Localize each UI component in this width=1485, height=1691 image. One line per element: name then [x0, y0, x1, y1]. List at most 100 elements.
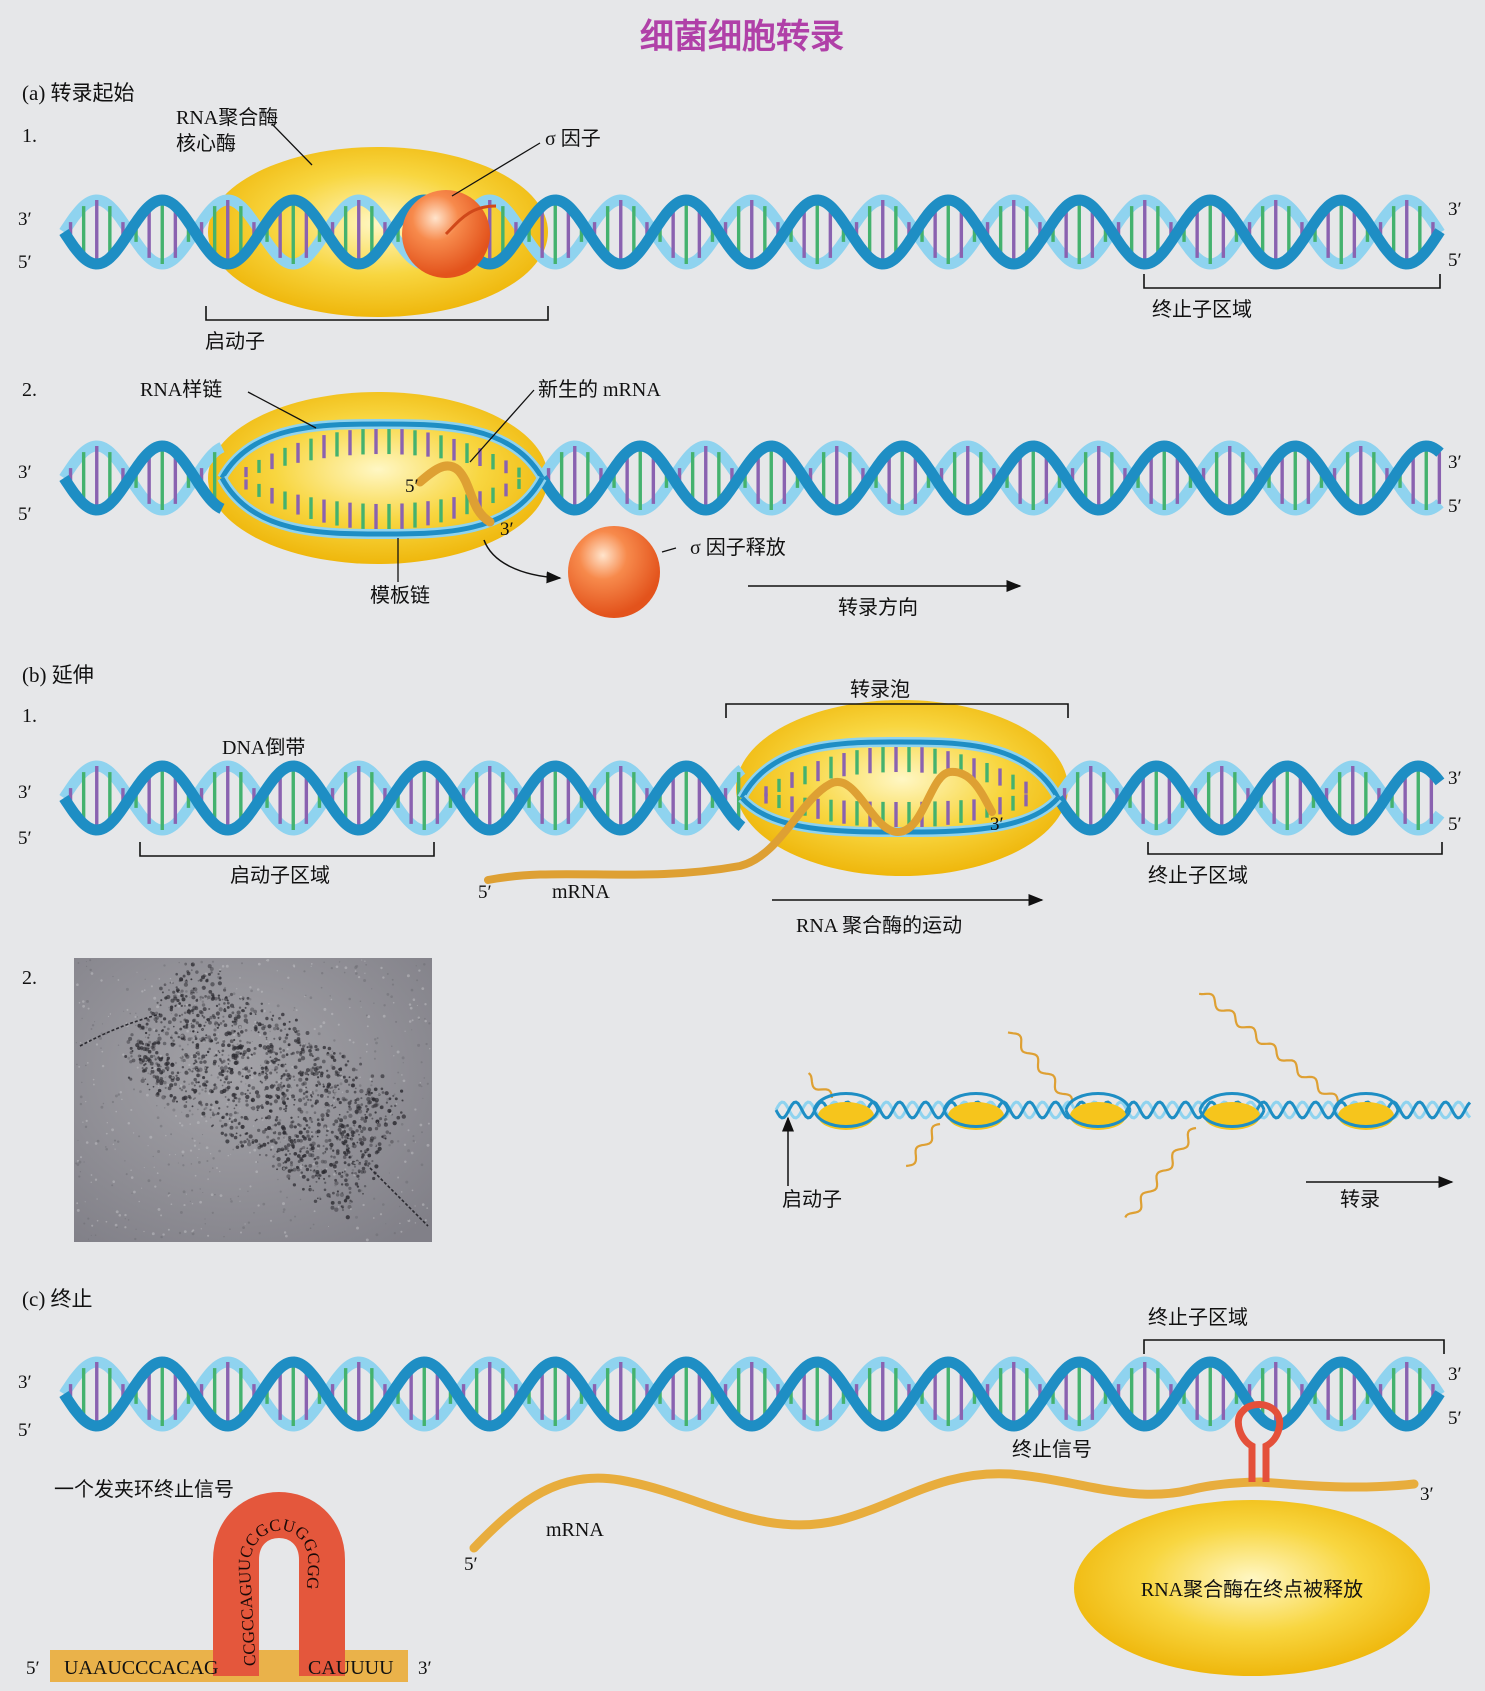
micrograph-grain [121, 1098, 123, 1101]
micrograph-grain [218, 1149, 221, 1153]
micrograph-dot [230, 1081, 232, 1083]
micrograph-grain [263, 1009, 266, 1013]
micrograph-grain [152, 1155, 154, 1158]
micrograph-dot [257, 1031, 260, 1034]
micrograph-dot [190, 1024, 195, 1029]
micrograph-dot [341, 1208, 345, 1212]
mrna-hairpin-loop [1234, 1401, 1284, 1482]
micrograph-dot [238, 1097, 241, 1101]
micrograph-dot [216, 1026, 219, 1029]
micrograph-grain [227, 1065, 230, 1068]
micrograph-dot [229, 1039, 234, 1044]
micrograph-dot [247, 1142, 252, 1147]
micrograph-dot [176, 1032, 179, 1035]
micrograph-grain [172, 1108, 176, 1112]
rna-transcript [807, 1072, 834, 1099]
micrograph-dot [246, 996, 250, 1000]
micrograph-grain [133, 1190, 136, 1194]
micrograph-dot [266, 1060, 270, 1065]
micrograph-dot [126, 1040, 131, 1044]
micrograph-dot [312, 1150, 315, 1153]
micrograph-dot [282, 1084, 286, 1088]
micrograph-dot [230, 1029, 235, 1034]
micrograph-dot [364, 1113, 367, 1116]
micrograph-dot [155, 1039, 160, 1044]
micrograph-dot [359, 1150, 363, 1153]
micrograph-dot [250, 1067, 253, 1070]
micrograph-grain [417, 1043, 421, 1047]
micrograph-dot [215, 1100, 219, 1105]
micrograph-dot [144, 1078, 147, 1081]
micrograph-grain [76, 1163, 80, 1166]
micrograph-grain [156, 1105, 158, 1107]
micrograph-grain [237, 1143, 240, 1146]
micrograph-grain [153, 1066, 157, 1070]
micrograph-dot [205, 1034, 208, 1037]
micrograph-dot [224, 1031, 229, 1037]
micrograph-dot [130, 1033, 134, 1037]
micrograph-grain [386, 993, 390, 996]
micrograph-dot [160, 1021, 163, 1024]
micrograph-dot [269, 1056, 272, 1059]
micrograph-grain [420, 1085, 423, 1088]
micrograph-dot [151, 1067, 153, 1069]
micrograph-dot [347, 1101, 352, 1105]
micrograph-dot [362, 1137, 367, 1142]
section-a-heading: (a) 转录起始 [22, 81, 135, 105]
micrograph-grain [204, 1106, 208, 1110]
micrograph-grain [310, 963, 313, 965]
micrograph-dot [360, 1116, 365, 1121]
micrograph-grain [194, 1174, 197, 1177]
micrograph-grain [390, 995, 393, 998]
micrograph-dot [186, 970, 190, 973]
micrograph-grain [130, 1108, 133, 1112]
micrograph-dot [338, 1138, 342, 1141]
micrograph-grain [382, 976, 385, 979]
micrograph-grain [190, 1037, 193, 1040]
micrograph-dot [276, 1027, 280, 1031]
end-label: 5′ [18, 252, 32, 273]
micrograph-grain [178, 986, 180, 988]
micrograph-grain [217, 975, 220, 979]
micrograph-dot [183, 982, 189, 987]
micrograph-grain [421, 1203, 425, 1206]
micrograph-dot [190, 1081, 194, 1085]
micrograph-grain [189, 996, 191, 999]
micrograph-grain [216, 1039, 219, 1041]
micrograph-grain [279, 1108, 282, 1111]
micrograph-dot [143, 1054, 148, 1060]
micrograph-dot [305, 1095, 309, 1099]
micrograph-dot [400, 1111, 403, 1114]
micrograph-grain [321, 972, 324, 975]
micrograph-grain [386, 1097, 390, 1101]
micrograph-grain [318, 1196, 321, 1199]
micrograph-dot [287, 1177, 291, 1180]
micrograph-dot [242, 1068, 244, 1070]
micrograph-grain [143, 1167, 145, 1169]
micrograph-dot [249, 1092, 252, 1095]
micrograph-grain [207, 1178, 209, 1180]
micrograph-dot [194, 1037, 198, 1041]
rna-transcript [1124, 1126, 1197, 1218]
micrograph-dot [245, 1103, 249, 1107]
micrograph-grain [360, 1006, 362, 1008]
micrograph-dot [147, 1049, 152, 1054]
micrograph-grain [259, 1064, 262, 1067]
micrograph-dot [170, 998, 175, 1003]
micrograph-grain [419, 1123, 423, 1127]
micrograph-dot [319, 1094, 324, 1098]
micrograph-grain [353, 1173, 356, 1177]
micrograph-grain [250, 1076, 254, 1080]
micrograph-dot [274, 1123, 278, 1127]
micrograph-grain [178, 1031, 181, 1034]
micrograph-dot [306, 1178, 310, 1182]
micrograph-dot [348, 1156, 351, 1159]
micrograph-dot [299, 1148, 302, 1151]
micrograph-dot [244, 1029, 248, 1032]
micrograph-dot [327, 1090, 332, 1095]
micrograph-grain [294, 1029, 297, 1032]
micrograph-dot [170, 1036, 172, 1039]
micrograph-dot [223, 1081, 226, 1084]
micrograph-dot [206, 995, 211, 1000]
micrograph-dot [152, 1074, 157, 1079]
